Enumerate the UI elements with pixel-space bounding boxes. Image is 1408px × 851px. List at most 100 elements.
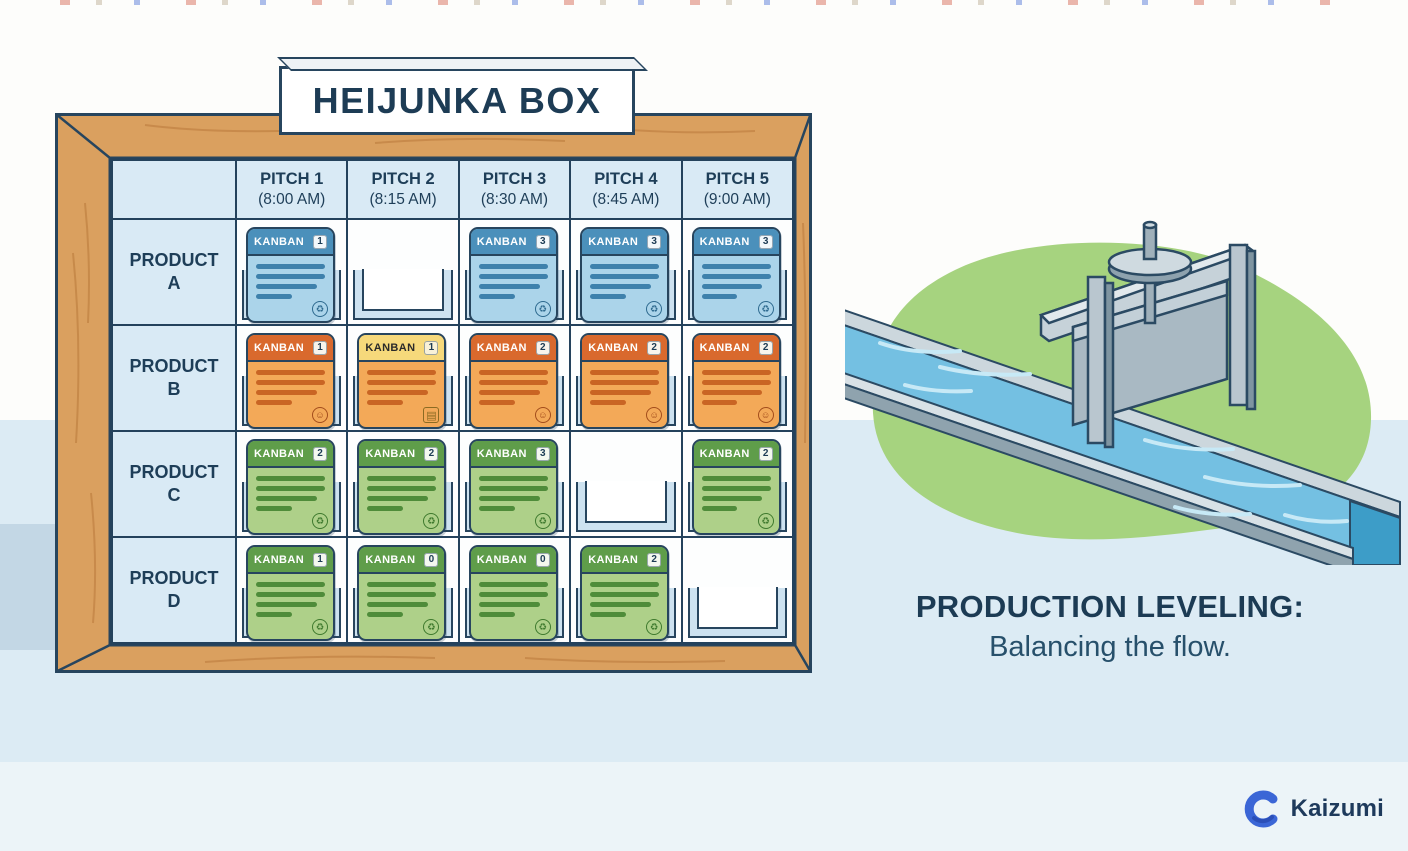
product-letter: C (167, 485, 181, 505)
card-text-lines: ☺ (471, 362, 556, 427)
board-cell: KANBAN 2 ♻ (571, 538, 681, 642)
card-text-lines: ♻ (694, 256, 779, 321)
card-text-lines: ♻ (582, 256, 667, 321)
pitch-time: (8:00 AM) (258, 191, 326, 208)
kanban-card-label: KANBAN (476, 447, 527, 460)
pitch-time: (8:15 AM) (369, 191, 437, 208)
product-label-b: PRODUCT B (113, 326, 235, 430)
smiley-icon: ☺ (757, 407, 774, 423)
water-waves (878, 341, 1349, 524)
kanban-card-label: KANBAN (699, 341, 750, 354)
recycle-icon: ♻ (646, 619, 663, 635)
product-letter: D (167, 591, 181, 611)
product-label-d: PRODUCT D (113, 538, 235, 642)
recycle-icon: ♻ (423, 513, 440, 529)
kanban-card-label: KANBAN (476, 235, 527, 248)
card-qty-badge: 1 (313, 552, 327, 567)
card-qty-badge: 3 (647, 234, 662, 249)
pitch-time: (8:30 AM) (480, 191, 549, 208)
smiley-icon: ☺ (646, 407, 663, 423)
card-text-lines: ♻ (582, 574, 667, 639)
recycle-icon: ♻ (534, 301, 551, 317)
kanban-card-header: KANBAN 2 (582, 547, 668, 574)
recycle-icon: ♻ (534, 513, 551, 529)
pitch-label: PITCH 3 (482, 170, 547, 188)
product-letter: A (167, 273, 181, 293)
pitch-label: PITCH 4 (594, 170, 658, 188)
kanban-card: KANBAN 2 ♻ (580, 545, 670, 641)
card-text-lines: ♻ (471, 574, 556, 639)
corner-cell (113, 161, 235, 218)
product-word: PRODUCT (129, 355, 219, 376)
card-qty-badge: 2 (313, 446, 327, 461)
card-qty-badge: 3 (535, 446, 550, 461)
card-text-lines: ♻ (359, 574, 444, 639)
board-cell: KANBAN 3 ♻ (459, 432, 570, 536)
brand-name: Kaizumi (1290, 795, 1384, 822)
smiley-icon: ☺ (534, 407, 551, 423)
kanban-card-label: KANBAN (254, 235, 305, 248)
kanban-card-label: KANBAN (365, 341, 416, 354)
recycle-icon: ♻ (757, 301, 774, 317)
brand-logo: Kaizumi (1242, 789, 1384, 829)
product-label-a: PRODUCT A (113, 220, 235, 324)
card-text-lines: ♻ (359, 468, 444, 533)
kanban-card-label: KANBAN (254, 553, 305, 566)
kanban-card-header: KANBAN 1 (248, 229, 333, 256)
pitch-header-5: PITCH 5 (9:00 AM) (682, 161, 792, 218)
pitch-header-1: PITCH 1 (8:00 AM) (237, 161, 347, 218)
pitch-time: (8:45 AM) (592, 191, 660, 208)
card-text-lines: ♻ (471, 256, 556, 321)
kanban-card-label: KANBAN (476, 341, 527, 354)
card-qty-badge: 2 (535, 340, 550, 355)
kanban-card-label: KANBAN (588, 553, 639, 566)
card-qty-badge: 2 (647, 552, 662, 567)
card-text-lines: ☺ (694, 362, 779, 427)
barcode-icon: ▤ (423, 407, 440, 423)
kanban-card-label: KANBAN (365, 553, 416, 566)
kanban-card-header: KANBAN 2 (470, 335, 556, 362)
sluice-gate (1038, 220, 1257, 449)
card-qty-badge: 0 (535, 552, 550, 567)
recycle-icon: ♻ (312, 513, 328, 529)
card-text-lines: ☺ (582, 362, 667, 427)
board-cell: KANBAN 2 ☺ (459, 326, 570, 430)
product-letter: B (167, 379, 181, 399)
card-text-lines: ♻ (248, 574, 333, 639)
card-qty-badge: 2 (647, 340, 662, 355)
card-slot (687, 587, 787, 638)
product-word: PRODUCT (129, 461, 219, 482)
card-qty-badge: 1 (313, 234, 327, 249)
board-cell (571, 432, 681, 536)
kanban-card-label: KANBAN (254, 341, 305, 354)
pitch-header-3: PITCH 3 (8:30 AM) (459, 161, 570, 218)
brand-c-swirl-icon (1244, 790, 1278, 828)
smiley-icon: ☺ (312, 407, 328, 423)
heijunka-box-sign: HEIJUNKA BOX (279, 66, 635, 135)
